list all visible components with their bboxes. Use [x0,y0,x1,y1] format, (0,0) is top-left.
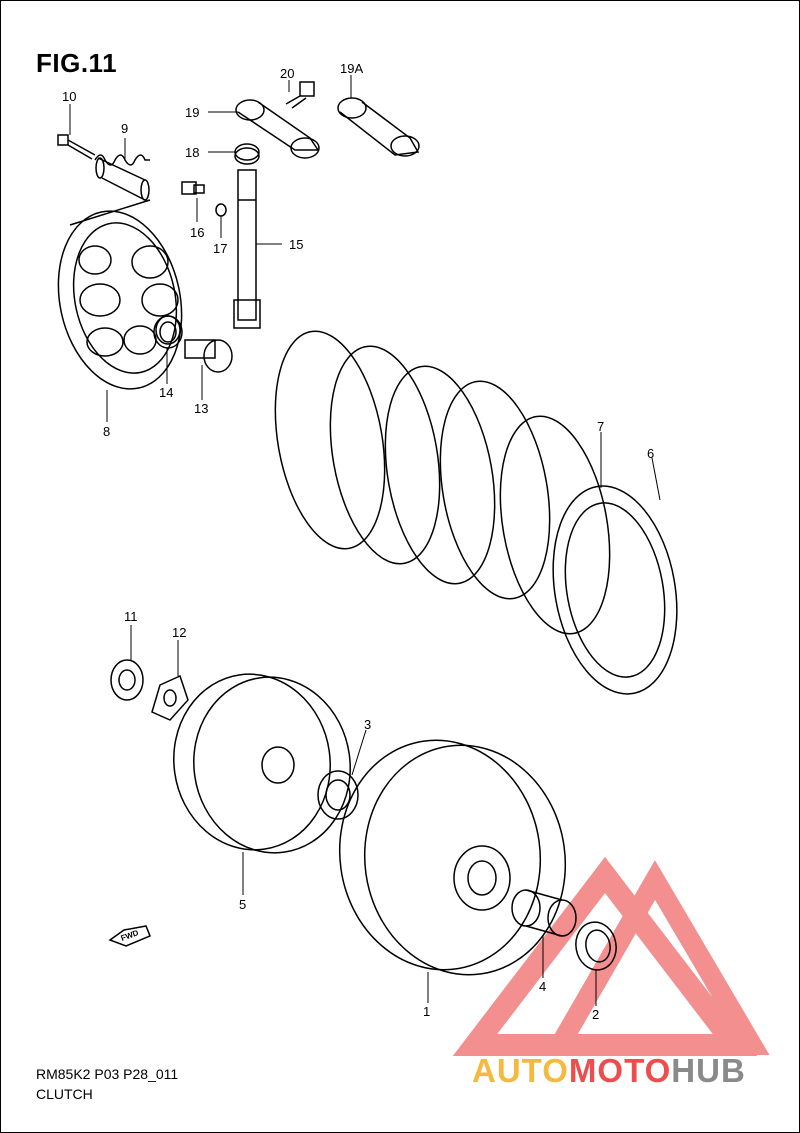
part-label-12: 12 [172,625,186,640]
clutch-housing-part [338,739,567,976]
bolt-16-part [181,181,205,195]
watermark-part-auto: AUTO [472,1052,569,1089]
watermark-brand: AUTOMOTOHUB [472,1052,746,1090]
push-piece-part [184,339,233,373]
sleeve-hub-part [173,673,351,854]
needle-bearing-part [511,889,577,937]
part-label-17: 17 [213,241,227,256]
part-label-16: 16 [190,225,204,240]
part-label-1: 1 [423,1004,430,1019]
part-label-6: 6 [647,446,654,461]
part-label-11: 11 [124,609,138,624]
part-label-5: 5 [239,897,246,912]
part-label-13: 13 [194,401,208,416]
bearing-part [153,315,183,349]
part-label-18: 18 [185,145,199,160]
fwd-direction-icon: FWD [108,925,151,947]
part-label-7: 7 [597,419,604,434]
oil-seal-18-part [234,143,260,165]
release-arm-19a-part [337,97,420,157]
bolt-20-part [285,81,315,109]
watermark-logo-icon [452,856,770,1056]
washer-12-part [151,674,189,721]
part-label-20: 20 [280,66,294,81]
watermark-part-moto: MOTO [568,1052,672,1089]
part-label-8: 8 [103,424,110,439]
part-label-14: 14 [159,385,173,400]
washer-3-part [317,770,359,820]
release-shaft-part [233,169,261,329]
release-arm-19-part [235,99,320,159]
nut-11-part [110,659,144,701]
part-label-19a: 19A [340,61,363,76]
clutch-spring-part [94,154,150,201]
leader-lines [69,75,661,1006]
part-label-3: 3 [364,717,371,732]
spacer-part [575,921,617,971]
figure-code: RM85K2 P03 P28_011 [36,1066,179,1082]
washer-17-part [215,203,227,217]
part-label-19: 19 [185,105,199,120]
part-label-10: 10 [62,89,76,104]
bolt-part [57,134,96,160]
part-label-15: 15 [289,237,303,252]
part-label-9: 9 [121,121,128,136]
watermark-part-hub: HUB [671,1052,746,1089]
part-label-4: 4 [539,979,546,994]
part-label-2: 2 [592,1007,599,1022]
figure-section: CLUTCH [36,1086,93,1102]
pressure-plate-part [57,199,183,390]
clutch-plate-stack-part [274,330,678,695]
figure-title: FIG.11 [36,48,118,78]
